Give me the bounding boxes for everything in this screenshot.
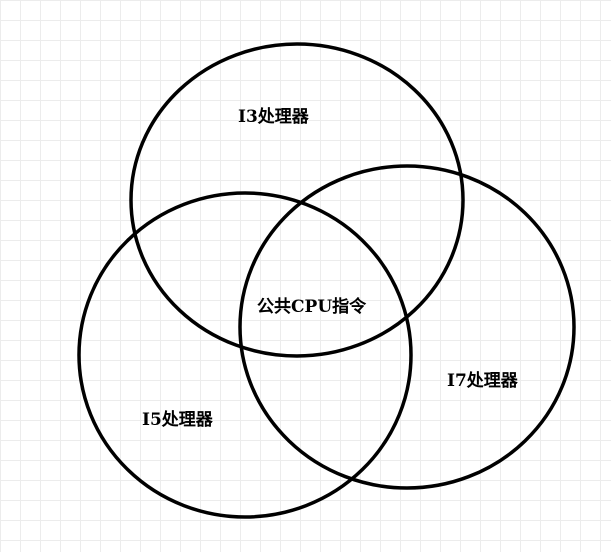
- set-label-i5: I5处理器: [142, 409, 214, 430]
- set-circle-i7: [238, 164, 576, 490]
- set-label-i7: I7处理器: [447, 370, 519, 391]
- set-circle-i5: [77, 191, 413, 519]
- intersection-label: 公共CPU指令: [257, 296, 367, 317]
- set-circle-i3: [129, 42, 465, 358]
- set-label-i3: I3处理器: [238, 106, 310, 127]
